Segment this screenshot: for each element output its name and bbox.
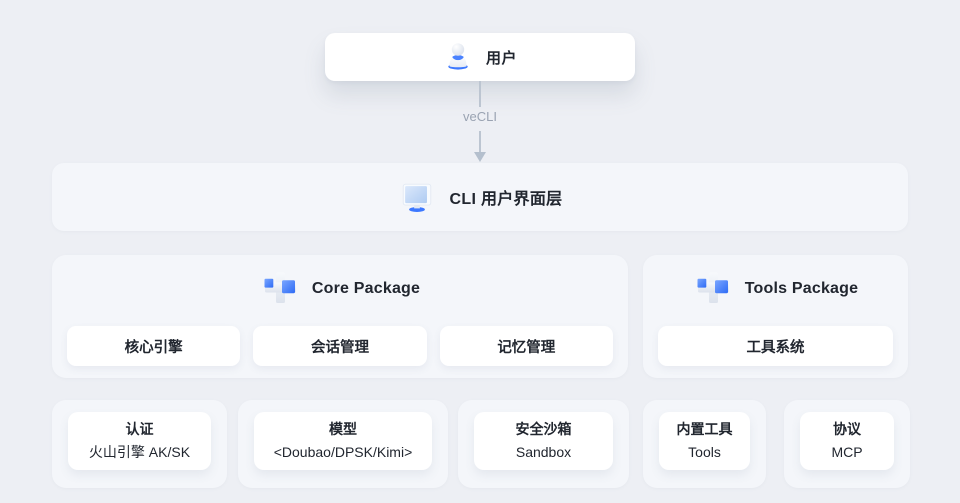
monitor-icon	[398, 178, 436, 216]
module-core-engine: 核心引擎	[67, 326, 241, 366]
connector-label: veCLI	[463, 109, 497, 124]
user-node: 用户	[325, 33, 635, 81]
detail-builtin-tools-card: 内置工具 Tools	[659, 412, 750, 470]
detail-auth-subtitle: 火山引擎 AK/SK	[88, 444, 191, 460]
tools-modules-row: 工具系统	[658, 326, 893, 366]
module-session-management: 会话管理	[253, 326, 427, 366]
detail-auth-card: 认证 火山引擎 AK/SK	[68, 412, 211, 470]
detail-builtin-tools: 内置工具 Tools	[643, 400, 766, 488]
user-icon	[443, 42, 473, 72]
package-icon	[260, 269, 300, 309]
detail-model: 模型 <Doubao/DPSK/Kimi>	[238, 400, 448, 488]
arrow-down-icon	[474, 152, 486, 162]
detail-auth: 认证 火山引擎 AK/SK	[52, 400, 227, 488]
detail-model-subtitle: <Doubao/DPSK/Kimi>	[273, 444, 413, 460]
tools-package-header: Tools Package	[643, 265, 908, 313]
detail-builtin-tools-subtitle: Tools	[688, 444, 721, 460]
module-tool-system: 工具系统	[658, 326, 893, 366]
package-icon	[693, 269, 733, 309]
module-memory-management: 记忆管理	[439, 326, 613, 366]
detail-builtin-tools-title: 内置工具	[676, 421, 733, 437]
cli-ui-layer-node: CLI 用户界面层	[52, 163, 908, 231]
detail-sandbox-title: 安全沙箱	[515, 421, 572, 437]
detail-sandbox: 安全沙箱 Sandbox	[458, 400, 629, 488]
detail-auth-title: 认证	[125, 421, 154, 437]
detail-sandbox-subtitle: Sandbox	[515, 444, 572, 460]
core-package-header: Core Package	[52, 265, 628, 313]
detail-protocol-title: 协议	[833, 421, 861, 437]
tools-package-title: Tools Package	[744, 280, 859, 297]
tools-package-panel: Tools Package 工具系统	[643, 255, 908, 378]
detail-protocol-card: 协议 MCP	[800, 412, 894, 470]
detail-sandbox-card: 安全沙箱 Sandbox	[474, 412, 613, 470]
detail-model-card: 模型 <Doubao/DPSK/Kimi>	[254, 412, 432, 470]
core-package-title: Core Package	[311, 280, 421, 297]
user-node-label: 用户	[485, 49, 517, 67]
core-modules-row: 核心引擎 会话管理 记忆管理	[67, 326, 613, 366]
cli-ui-layer-label: CLI 用户界面层	[449, 191, 563, 208]
detail-protocol-subtitle: MCP	[831, 444, 863, 460]
connector-line-bottom	[479, 131, 481, 152]
detail-model-title: 模型	[329, 421, 357, 437]
connector-line-top	[479, 81, 481, 107]
detail-protocol: 协议 MCP	[784, 400, 910, 488]
core-package-panel: Core Package 核心引擎 会话管理 记忆管理	[52, 255, 628, 378]
